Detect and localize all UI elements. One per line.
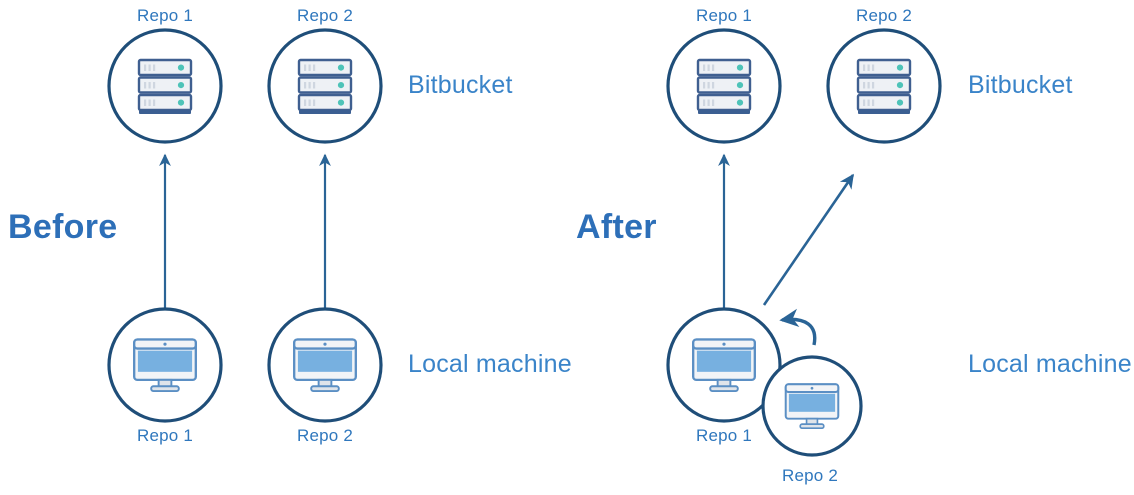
after-remote-node-repo2[interactable] — [826, 28, 942, 144]
section-label-after: After — [576, 208, 657, 246]
after-row-label-bitbucket: Bitbucket — [968, 71, 1073, 99]
after-row-label-local-machine: Local machine — [968, 350, 1132, 378]
after-remote-label-repo1: Repo 1 — [695, 6, 753, 25]
before-section — [107, 28, 383, 423]
before-row-label-local-machine: Local machine — [408, 350, 572, 378]
after-local-node-repo2[interactable] — [761, 355, 863, 457]
server-icon — [137, 58, 193, 116]
before-local-label-repo1: Repo 1 — [136, 426, 194, 445]
after-local-label-repo1: Repo 1 — [695, 426, 753, 445]
after-remote-label-repo2: Repo 2 — [855, 6, 913, 25]
after-local-label-repo2: Repo 2 — [781, 466, 839, 485]
before-local-node-repo2[interactable] — [267, 307, 383, 423]
before-remote-label-repo2: Repo 2 — [296, 6, 354, 25]
before-remote-node-repo2[interactable] — [267, 28, 383, 144]
before-remote-label-repo1: Repo 1 — [136, 6, 194, 25]
before-local-label-repo2: Repo 2 — [296, 426, 354, 445]
server-icon — [856, 58, 912, 116]
after-arrow-push-repo2-diagonal — [762, 173, 855, 306]
section-label-before: Before — [8, 208, 118, 246]
before-row-label-bitbucket: Bitbucket — [408, 71, 513, 99]
after-section — [666, 28, 942, 457]
before-local-node-repo1[interactable] — [107, 307, 223, 423]
after-nested-repo-curved-arrow — [779, 308, 817, 346]
after-remote-node-repo1[interactable] — [666, 28, 782, 144]
after-local-node-repo1[interactable] — [666, 307, 782, 423]
server-icon — [297, 58, 353, 116]
before-remote-node-repo1[interactable] — [107, 28, 223, 144]
server-icon — [696, 58, 752, 116]
